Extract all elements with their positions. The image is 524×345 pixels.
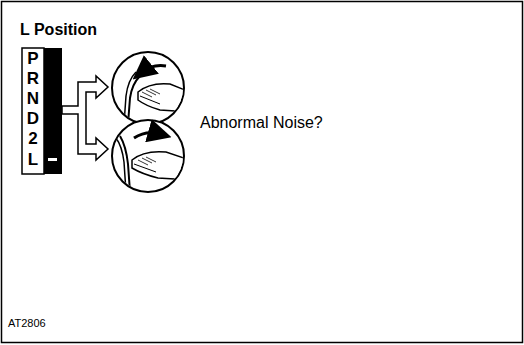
heading: L Position xyxy=(20,22,97,38)
gear-letter: R xyxy=(27,70,39,87)
indicator-panel xyxy=(22,48,44,174)
position-mark xyxy=(48,158,57,161)
pedal-pressed xyxy=(112,52,190,124)
hollow-arrow xyxy=(62,76,108,160)
gear-letter: 2 xyxy=(28,130,37,147)
figure-code: AT2806 xyxy=(8,318,46,329)
indicator-bar xyxy=(44,48,62,174)
gear-letter: P xyxy=(27,50,38,67)
pedal-released xyxy=(112,120,190,192)
gear-letter: N xyxy=(27,90,39,107)
gear-letter: D xyxy=(27,110,39,127)
gear-letter: L xyxy=(28,151,38,168)
question-note: Abnormal Noise? xyxy=(200,115,323,131)
